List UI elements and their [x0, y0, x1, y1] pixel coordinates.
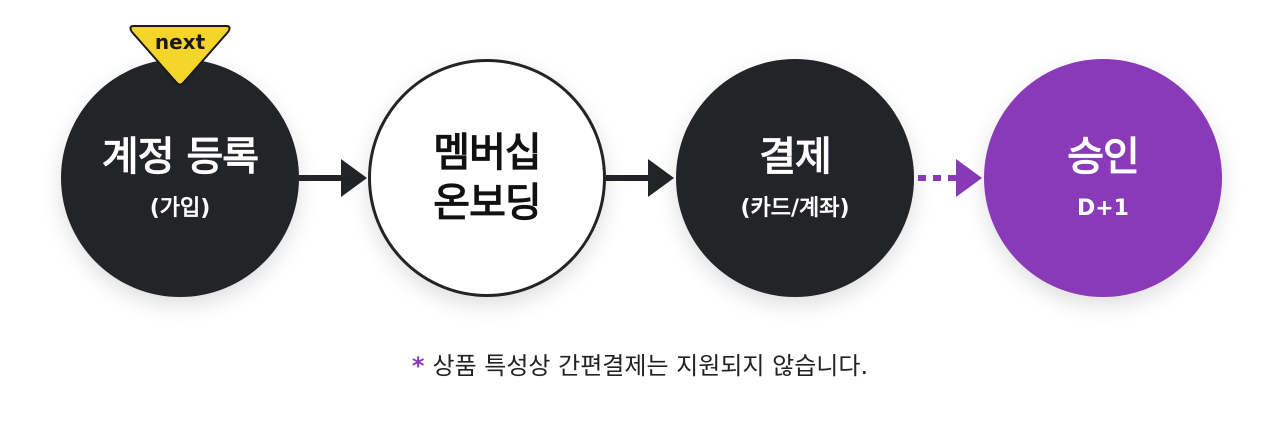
step-2-title-line-1: 멤버십	[433, 130, 541, 176]
step-3-subtitle: (카드/계좌)	[740, 196, 850, 221]
dotted-arrow-right-icon	[918, 159, 982, 197]
step-4-subtitle: D+1	[1076, 196, 1129, 221]
step-3-title: 결제	[759, 134, 832, 180]
step-3-payment: 결제 (카드/계좌)	[676, 59, 914, 297]
step-1-account-registration: 계정 등록 (가입)	[61, 59, 299, 297]
footnote: *상품 특성상 간편결제는 지원되지 않습니다.	[0, 350, 1280, 382]
step-2-title-line-2: 온보딩	[433, 180, 541, 226]
step-4-title: 승인	[1067, 134, 1140, 180]
step-2-membership-onboarding: 멤버십 온보딩	[368, 59, 606, 297]
arrow-right-icon	[606, 159, 674, 197]
next-badge-label: next	[154, 30, 206, 54]
next-badge: next	[126, 24, 234, 88]
badge-triangle-shape	[129, 25, 231, 86]
arrow-right-icon	[299, 159, 367, 197]
step-1-subtitle: (가입)	[149, 196, 211, 221]
footnote-text: 상품 특성상 간편결제는 지원되지 않습니다.	[432, 352, 869, 380]
step-4-approval: 승인 D+1	[984, 59, 1222, 297]
step-1-title: 계정 등록	[101, 134, 259, 180]
footnote-marker: *	[411, 352, 425, 380]
